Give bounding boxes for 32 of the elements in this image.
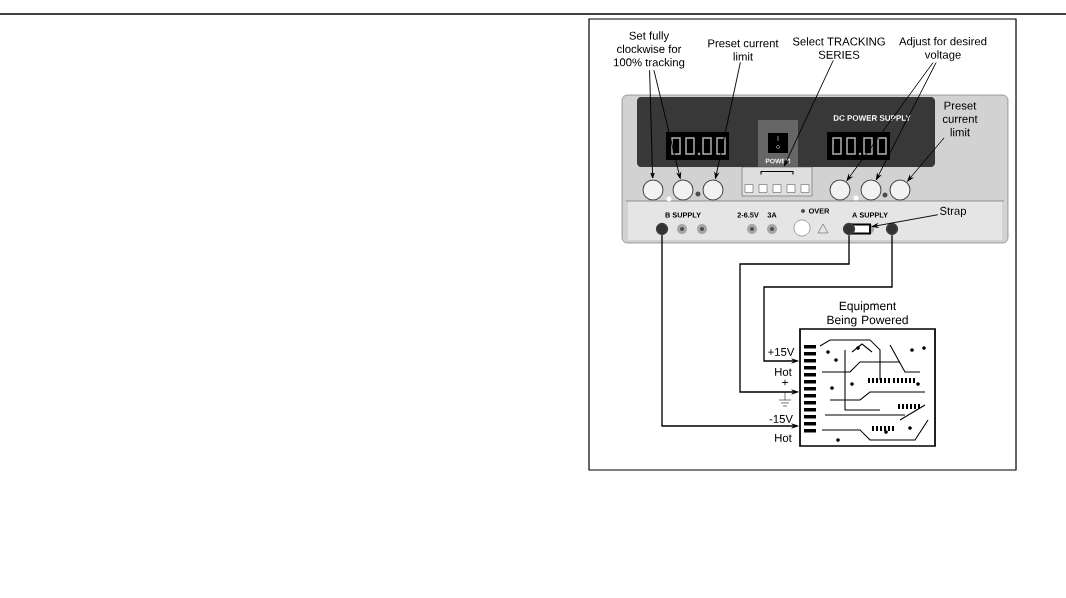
knob <box>889 179 911 201</box>
leader-line <box>876 62 937 180</box>
leader-line <box>649 69 655 179</box>
leader-line <box>653 69 682 179</box>
leader-line <box>846 62 934 181</box>
callout-text: Set fully clockwise for 100% tracking <box>613 31 685 69</box>
pin-label: Hot <box>775 434 792 442</box>
pin-label: +15V <box>768 348 795 356</box>
callout-text: Preset current limit <box>942 101 978 137</box>
leader-line <box>907 137 945 182</box>
leader-line <box>784 59 834 166</box>
knob <box>702 179 724 201</box>
terminal <box>885 222 899 236</box>
callout-text: Select TRACKING SERIES <box>792 37 885 59</box>
knob <box>672 179 694 201</box>
terminal <box>842 222 856 236</box>
knob <box>860 179 882 201</box>
pin-label: -15V <box>769 415 793 423</box>
circuit-board-drawing: Equipment Being Powered <box>799 301 936 447</box>
callout-text: Preset current limit <box>708 39 779 61</box>
knob <box>829 179 851 201</box>
callout-text: Adjust for desired voltage <box>899 37 987 61</box>
callout-text: Strap <box>940 206 967 218</box>
leader-line <box>714 61 741 179</box>
terminal <box>655 222 669 236</box>
leader-line <box>871 214 939 228</box>
pin-label: Hot <box>775 368 792 376</box>
node-label: Equipment Being Powered <box>827 301 908 327</box>
pin-label: + <box>782 379 788 386</box>
knob <box>642 179 664 201</box>
button-group <box>741 166 813 197</box>
panel-label: DC POWER SUPPLY <box>833 115 911 121</box>
